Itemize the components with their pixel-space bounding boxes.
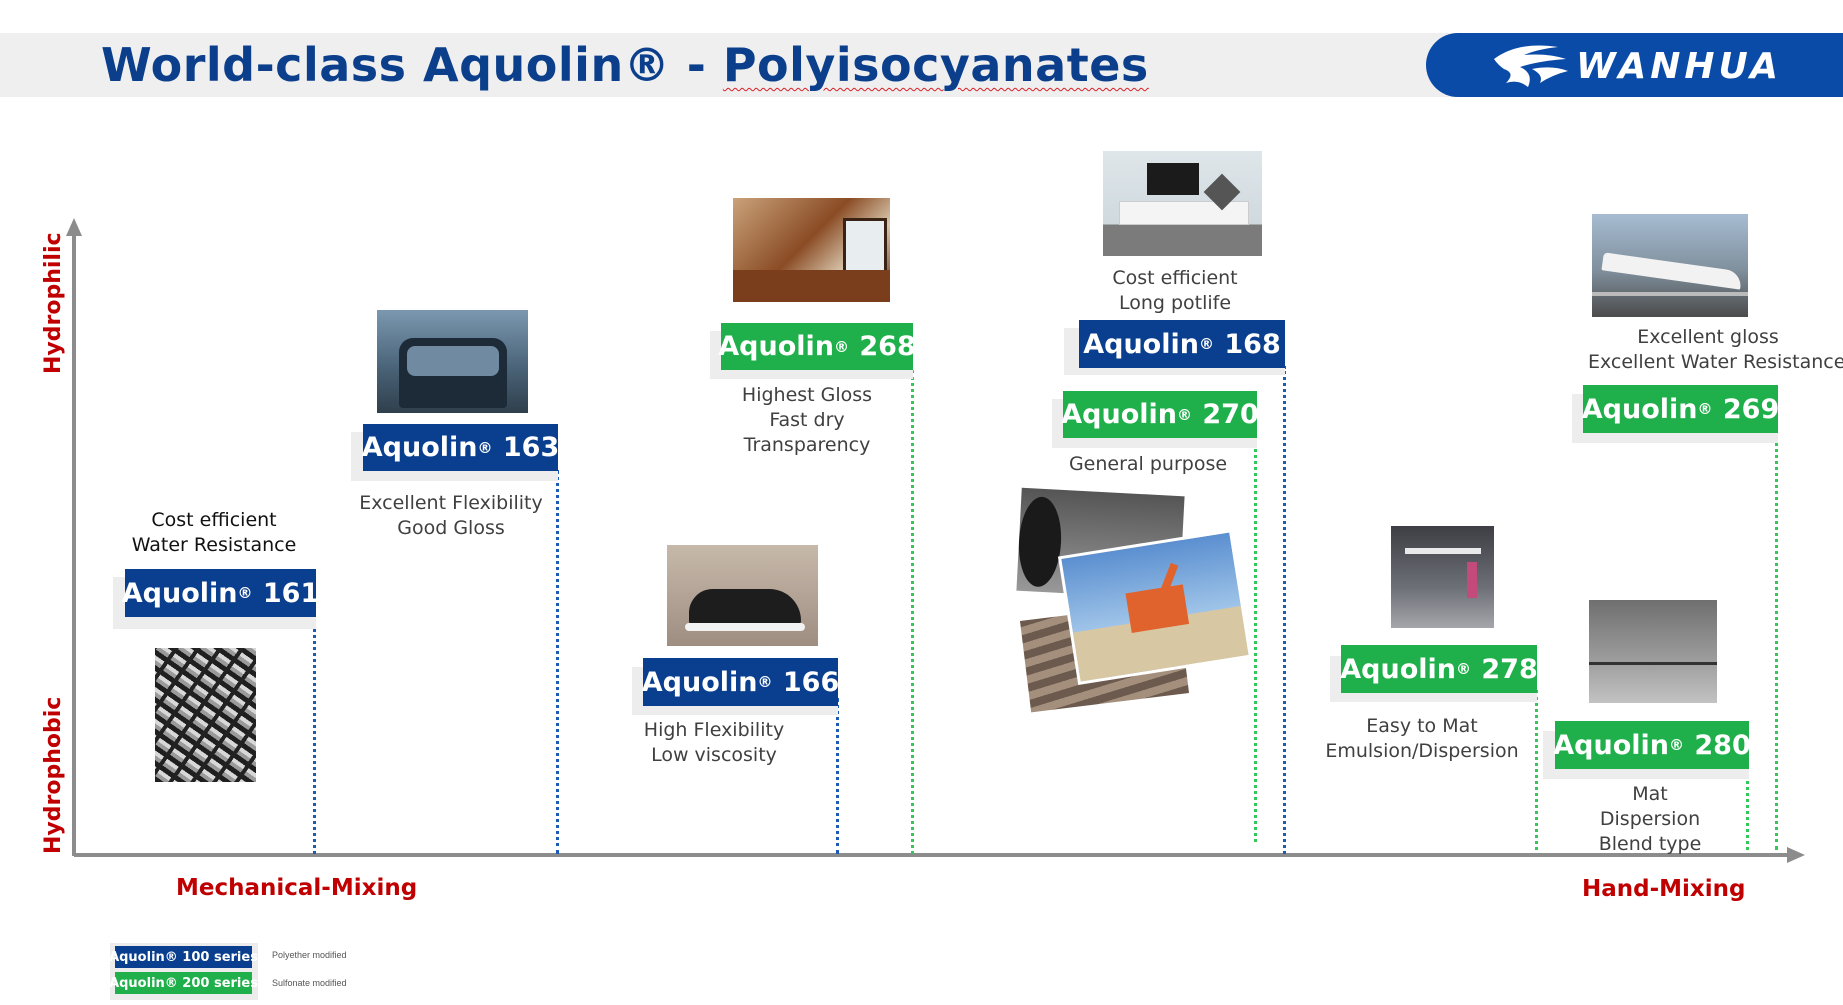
line-268 bbox=[911, 370, 914, 854]
excavator-photo bbox=[1057, 529, 1253, 685]
y-axis-top-label: Hydrophilic bbox=[41, 232, 66, 374]
product-tag-280: Aquolin® 280 bbox=[1553, 721, 1751, 769]
line-163 bbox=[556, 470, 559, 854]
title-link: Polyisocyanates bbox=[722, 38, 1149, 92]
line-280 bbox=[1746, 768, 1749, 850]
line-161 bbox=[313, 617, 316, 854]
title-main: World-class Aquolin® - bbox=[101, 38, 723, 92]
product-tag-161: Aquolin® 161 bbox=[122, 569, 319, 617]
x-axis-left-label: Mechanical-Mixing bbox=[176, 875, 418, 901]
product-tag-270: Aquolin® 270 bbox=[1061, 391, 1259, 438]
product-tag-269: Aquolin® 269 bbox=[1582, 385, 1779, 433]
legend-200-series: Aquolin® 200 series bbox=[109, 972, 258, 994]
furniture-photo bbox=[1103, 151, 1262, 256]
bus-photo bbox=[377, 310, 528, 413]
page-title: World-class Aquolin® - Polyisocyanates bbox=[101, 38, 1149, 92]
product-tag-278: Aquolin® 278 bbox=[1340, 645, 1538, 693]
line-269 bbox=[1775, 430, 1778, 850]
y-axis-bottom-label: Hydrophobic bbox=[41, 696, 66, 854]
product-tag-268: Aquolin® 268 bbox=[718, 323, 916, 370]
desc-270: General purpose bbox=[1068, 453, 1228, 475]
line-168 bbox=[1283, 366, 1286, 854]
train-photo bbox=[1592, 214, 1748, 317]
wanhua-logo-mark-icon bbox=[1494, 45, 1568, 87]
product-tag-163: Aquolin® 163 bbox=[362, 424, 559, 471]
steel-structure-photo bbox=[155, 648, 256, 782]
x-axis-right-label: Hand-Mixing bbox=[1582, 876, 1746, 902]
legend-200-note: Sulfonate modified bbox=[272, 978, 347, 988]
line-270 bbox=[1254, 437, 1257, 842]
kitchen-photo bbox=[733, 198, 890, 302]
legend-100-note: Polyether modified bbox=[272, 950, 347, 960]
product-tag-168: Aquolin® 168 bbox=[1079, 320, 1285, 368]
parking-garage-photo bbox=[1391, 526, 1494, 628]
product-tag-166: Aquolin® 166 bbox=[642, 658, 839, 706]
sneaker-photo bbox=[667, 545, 818, 646]
line-166 bbox=[836, 698, 839, 854]
logo-text: WANHUA bbox=[1576, 46, 1783, 87]
legend-100-series: Aquolin® 100 series bbox=[109, 946, 258, 968]
concrete-floor-photo bbox=[1589, 600, 1717, 703]
line-278 bbox=[1535, 690, 1538, 850]
wanhua-logo: WANHUA bbox=[1426, 33, 1843, 97]
